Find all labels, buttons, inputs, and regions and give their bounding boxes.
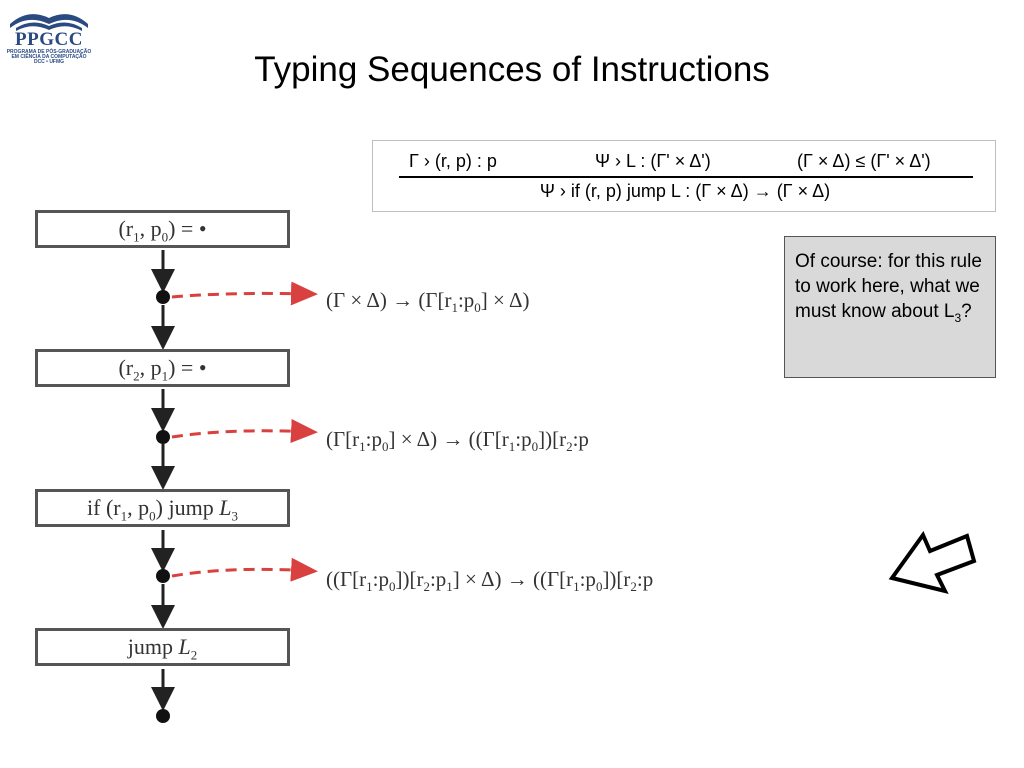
ann-part: ] × Δ) → ((Γ[r — [388, 427, 509, 451]
instr-4-part: jump — [127, 634, 179, 659]
instr-2-part: ) = • — [168, 355, 207, 380]
logo-line-1: PROGRAMA DE PÓS-GRADUAÇÃO — [6, 49, 92, 55]
instr-3-label: L — [219, 495, 232, 520]
program-point-3 — [156, 569, 170, 583]
instruction-1: (r1, p0) = • — [35, 210, 290, 248]
question-note-box: Of course: for this rule to work here, w… — [784, 236, 996, 378]
rule-premise-3: (Γ × Δ) ≤ (Γ' × Δ') — [797, 151, 931, 171]
program-point-2 — [156, 430, 170, 444]
logo-emblem-icon — [10, 14, 88, 31]
ppgcc-logo: PPGCC PROGRAMA DE PÓS-GRADUAÇÃO EM CIÊNC… — [6, 4, 92, 65]
ann-sub: 1 — [573, 579, 580, 595]
instr-2-part: (r — [118, 355, 134, 380]
state-arrow-1 — [171, 281, 318, 306]
ann-sub: 0 — [388, 579, 396, 595]
state-annotation-1: (Γ × Δ) → (Γ[r1:p0] × Δ) — [326, 287, 529, 321]
logo-name: PPGCC — [15, 29, 83, 50]
state-annotation-2: (Γ[r1:p0] × Δ) → ((Γ[r1:p0])[r2:p — [326, 426, 589, 460]
ann-part: :p — [572, 427, 589, 451]
ann-sub: 0 — [381, 439, 389, 455]
ann-sub: 2 — [566, 439, 573, 455]
ann-part: :p — [429, 567, 447, 591]
ann-sub: 2 — [423, 579, 430, 595]
instr-2-sub: 2 — [133, 368, 140, 384]
ann-sub: 1 — [446, 579, 453, 595]
ann-part: ] × Δ) → ((Γ[r — [452, 567, 574, 591]
ann-part: ])[r — [538, 427, 567, 451]
ann-sub: 1 — [359, 439, 366, 455]
pointer-arrow-icon — [888, 530, 977, 594]
ann-part: ] × Δ) — [480, 288, 530, 312]
instr-1-sub: 0 — [161, 229, 169, 245]
rule-divider-line — [399, 176, 973, 178]
instr-4-label: L — [178, 634, 191, 659]
instr-1-sub: 1 — [133, 229, 140, 245]
ann-sub: 1 — [508, 439, 516, 455]
instr-2-sub: 1 — [161, 368, 169, 384]
program-points — [156, 290, 170, 723]
note-subscript: 3 — [954, 310, 962, 325]
instr-3-part: , p — [127, 495, 150, 520]
ann-part: ])[r — [395, 567, 424, 591]
instruction-2: (r2, p1) = • — [35, 349, 290, 387]
ann-sub: 0 — [531, 439, 539, 455]
ann-sub: 1 — [366, 579, 373, 595]
ann-part: :p — [365, 427, 382, 451]
ann-part: (Γ[r — [326, 427, 360, 451]
rule-conclusion: Ψ › if (r, p) jump L : (Γ × Δ) → (Γ × Δ) — [539, 181, 831, 201]
ann-sub: 0 — [595, 579, 603, 595]
rule-premise-2: Ψ › L : (Γ' × Δ') — [595, 151, 711, 171]
instruction-4: jump L2 — [35, 628, 290, 666]
ann-part: :p — [457, 288, 475, 312]
instr-2-part: , p — [139, 355, 162, 380]
note-text: Of course: for this rule to work here, w… — [795, 251, 982, 322]
typing-rule-box: Γ › (r, p) : p Ψ › L : (Γ' × Δ') (Γ × Δ)… — [372, 140, 996, 212]
ann-sub: 1 — [451, 300, 458, 316]
program-point-4 — [156, 709, 170, 723]
instruction-3: if (r1, p0) jump L3 — [35, 489, 290, 527]
logo-line-3: DCC • UFMG — [33, 59, 65, 65]
instr-1-part: ) = • — [168, 216, 207, 241]
state-arrow-3 — [171, 557, 318, 582]
instr-3-part: if (r — [87, 495, 121, 520]
ann-part: :p — [636, 567, 654, 591]
instr-3-sub: 3 — [231, 508, 238, 524]
slide-title: Typing Sequences of Instructions — [254, 50, 770, 89]
instr-1-part: (r — [118, 216, 134, 241]
ann-part: :p — [372, 567, 389, 591]
note-suffix: ? — [961, 301, 972, 322]
rule-premise-1: Γ › (r, p) : p — [409, 151, 497, 171]
ann-sub: 2 — [630, 579, 637, 595]
ann-part: (Γ × Δ) → (Γ[r — [326, 288, 452, 312]
instr-3-sub: 0 — [149, 508, 156, 524]
instr-3-sub: 1 — [120, 508, 128, 524]
instr-4-sub: 2 — [190, 647, 198, 663]
ann-part: :p — [579, 567, 596, 591]
ann-part: ((Γ[r — [326, 567, 367, 591]
ann-part: ])[r — [602, 567, 631, 591]
instr-1-part: , p — [139, 216, 162, 241]
state-annotation-3: ((Γ[r1:p0])[r2:p1] × Δ) → ((Γ[r1:p0])[r2… — [326, 566, 653, 600]
instr-3-part: ) jump — [155, 495, 220, 520]
ann-sub: 0 — [474, 300, 481, 316]
logo-line-2: EM CIÊNCIA DA COMPUTAÇÃO — [11, 54, 87, 60]
state-arrow-2 — [171, 418, 318, 443]
ann-part: :p — [515, 427, 532, 451]
state-arrows — [171, 281, 318, 582]
program-point-1 — [156, 290, 170, 304]
